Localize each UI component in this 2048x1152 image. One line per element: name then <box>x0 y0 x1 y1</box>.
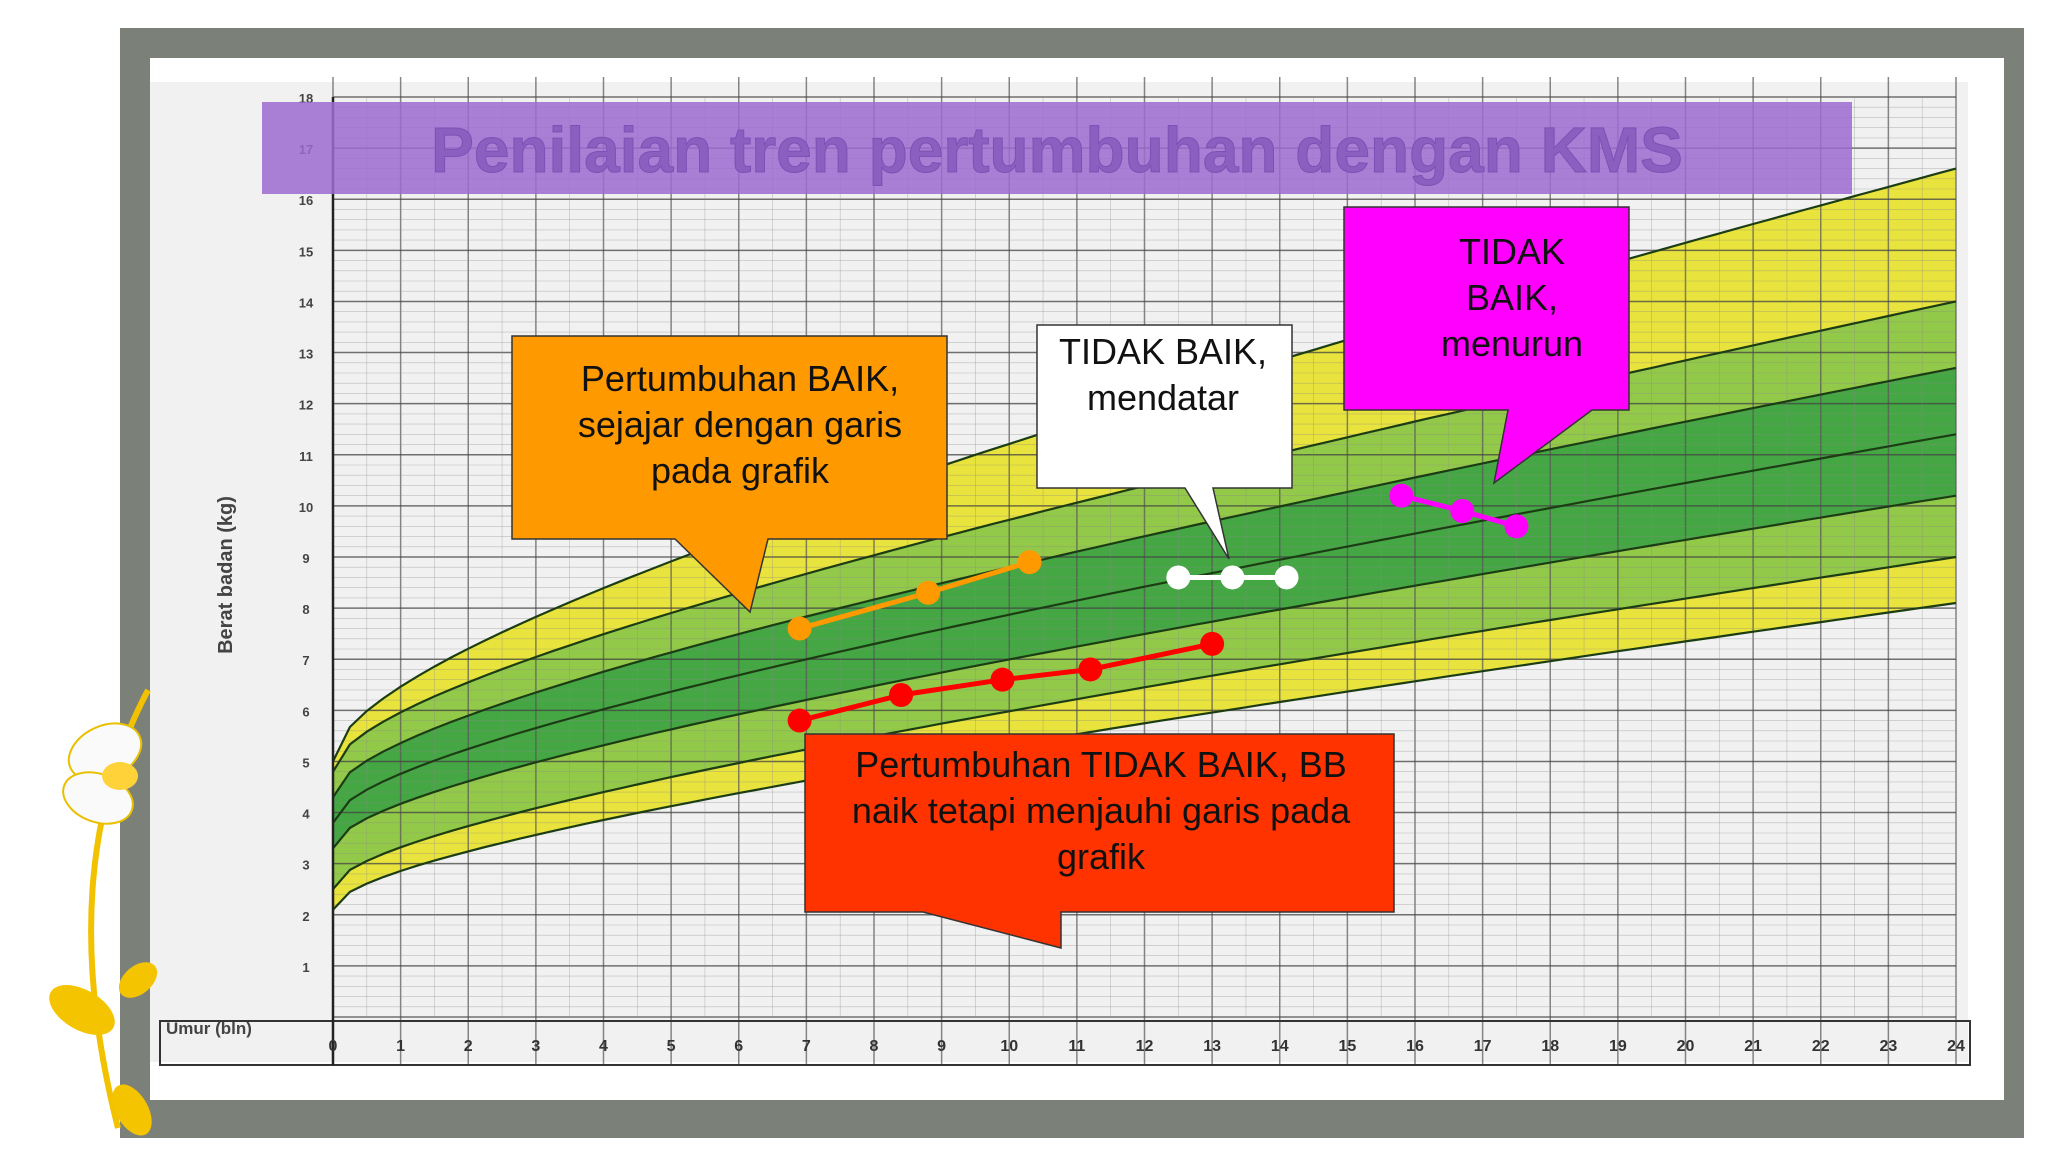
reference-curve-5 <box>332 366 1957 798</box>
y-tick-label: 11 <box>299 449 313 464</box>
series-point-3 <box>787 708 812 733</box>
x-tick-label: 2 <box>464 1038 473 1055</box>
reference-curve-4 <box>332 433 1957 824</box>
series-point-3 <box>1200 631 1225 656</box>
y-tick-label: 15 <box>299 244 313 259</box>
reference-curve-1 <box>332 601 1957 911</box>
x-tick-label: 5 <box>667 1038 676 1055</box>
y-tick-label: 9 <box>302 551 309 566</box>
callout-baik: Pertumbuhan BAIK, sejajar dengan garis p… <box>510 334 950 614</box>
callout-menurun-text: TIDAK BAIK, menurun <box>1440 231 1584 364</box>
callout-baik-text: Pertumbuhan BAIK, sejajar dengan garis p… <box>577 358 903 491</box>
series-point-1 <box>1166 565 1191 590</box>
x-tick-label: 10 <box>1000 1038 1018 1055</box>
series-point-2 <box>1504 514 1529 539</box>
callout-menjauhi-shape <box>804 733 1395 949</box>
y-tick-label: 16 <box>299 193 313 208</box>
series-point-0 <box>1017 550 1042 575</box>
x-tick-label: 17 <box>1474 1038 1492 1055</box>
callout-menurun-shape <box>1343 206 1630 485</box>
x-tick-label: 16 <box>1406 1038 1424 1055</box>
series-point-3 <box>889 683 914 707</box>
series-point-2 <box>1389 483 1414 508</box>
callout-menjauhi-text: Pertumbuhan TIDAK BAIK, BB naik tetapi m… <box>851 744 1351 877</box>
y-tick-label: 2 <box>302 909 309 924</box>
x-axis-label: Umur (bln) <box>166 1019 252 1038</box>
y-tick-label: 8 <box>302 602 309 617</box>
y-tick-label: 7 <box>302 653 309 668</box>
series-point-2 <box>1450 499 1475 523</box>
callout-mendatar: TIDAK BAIK, mendatar <box>1035 323 1295 563</box>
series-point-0 <box>787 616 812 641</box>
x-tick-label: 23 <box>1879 1038 1897 1055</box>
x-tick-label: 3 <box>531 1038 540 1055</box>
series-point-1 <box>1220 565 1245 590</box>
x-tick-label: 12 <box>1136 1038 1154 1055</box>
y-tick-label: 4 <box>302 807 310 822</box>
x-tick-label: 18 <box>1541 1038 1559 1055</box>
series-point-1 <box>1274 565 1299 590</box>
reference-curves <box>332 167 1957 911</box>
title-bar-background <box>262 102 1852 194</box>
series-point-0 <box>916 580 941 605</box>
y-tick-label: 13 <box>299 347 313 362</box>
y-tick-label: 5 <box>302 755 309 770</box>
slide-title: Penilaian tren pertumbuhan dengan KMS <box>431 114 1683 186</box>
x-tick-label: 0 <box>329 1038 338 1055</box>
x-tick-label: 7 <box>802 1038 811 1055</box>
y-tick-label: 3 <box>302 858 309 873</box>
reference-curve-3 <box>332 494 1957 850</box>
x-tick-label: 8 <box>870 1038 879 1055</box>
x-tick-label: 13 <box>1203 1038 1221 1055</box>
title-bar: Penilaian tren pertumbuhan dengan KMS <box>262 102 1852 194</box>
x-tick-label: 11 <box>1068 1038 1085 1055</box>
y-tick-label: 6 <box>302 704 309 719</box>
x-axis-box <box>159 1020 1971 1066</box>
series-point-3 <box>1078 657 1103 682</box>
y-axis-label: Berat badan (kg) <box>215 496 237 654</box>
x-tick-label: 1 <box>396 1038 405 1055</box>
y-tick-label: 10 <box>299 500 313 515</box>
x-tick-label: 6 <box>734 1038 743 1055</box>
reference-curve-2 <box>332 555 1957 890</box>
callout-menjauhi: Pertumbuhan TIDAK BAIK, BB naik tetapi m… <box>803 732 1397 952</box>
x-tick-label: 15 <box>1338 1038 1356 1055</box>
x-tick-label: 4 <box>599 1038 608 1055</box>
x-tick-label: 21 <box>1744 1038 1762 1055</box>
x-tick-label: 22 <box>1812 1038 1830 1055</box>
callout-menurun: TIDAK BAIK, menurun <box>1342 205 1632 485</box>
x-tick-label: 20 <box>1677 1038 1695 1055</box>
x-tick-label: 9 <box>937 1038 946 1055</box>
y-tick-label: 1 <box>302 960 309 975</box>
x-tick-label: 24 <box>1947 1038 1965 1055</box>
x-tick-label: 14 <box>1271 1038 1289 1055</box>
callout-mendatar-shape <box>1036 324 1293 560</box>
flower-decoration <box>49 688 158 1136</box>
measurement-series <box>787 483 1529 733</box>
callout-baik-shape <box>511 335 948 614</box>
series-point-3 <box>990 667 1015 692</box>
callout-mendatar-text: TIDAK BAIK, mendatar <box>1058 331 1268 418</box>
y-tick-label: 14 <box>299 295 314 310</box>
x-tick-label: 19 <box>1609 1038 1627 1055</box>
y-tick-label: 12 <box>299 398 313 413</box>
